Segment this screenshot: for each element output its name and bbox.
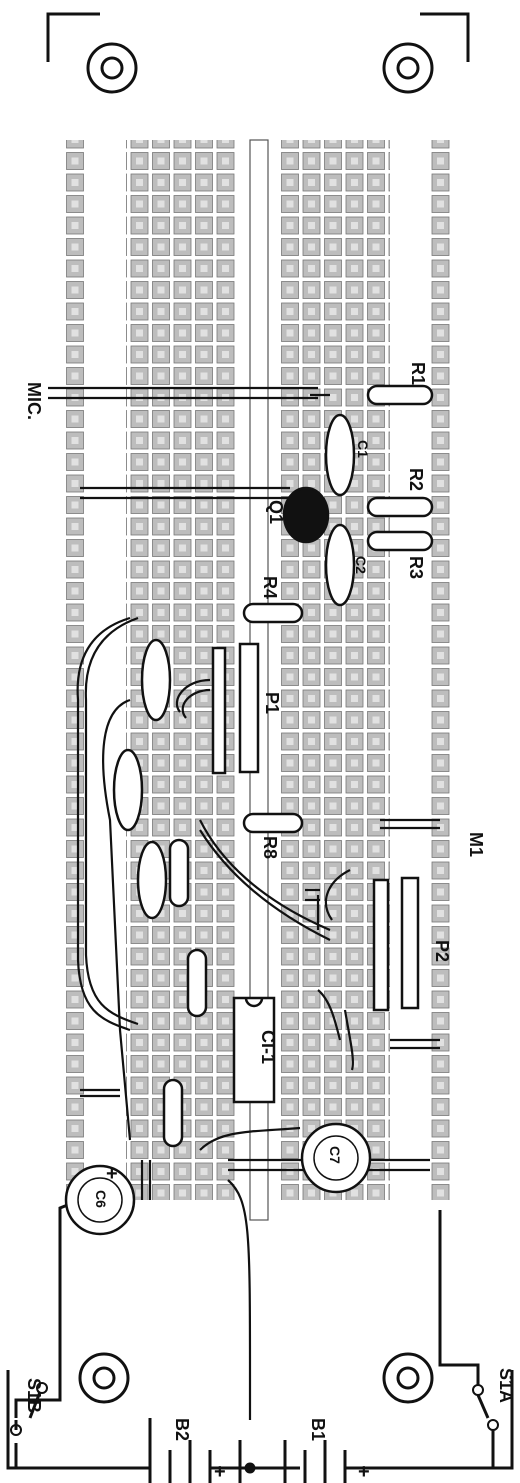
label-mic: MIC. (24, 382, 44, 420)
label-c6: C6 (93, 1190, 109, 1208)
label-c7: C7 (327, 1146, 343, 1164)
resistor-r2 (366, 496, 434, 518)
ic-ci1 (232, 996, 276, 1104)
label-c2: C2 (353, 556, 369, 574)
label-s1a: S1A (496, 1368, 516, 1403)
resistor-left-3 (162, 1078, 184, 1148)
resistor-r8 (242, 812, 304, 834)
resistor-r1 (366, 384, 434, 406)
potentiometer-p2-body (372, 878, 390, 1012)
mounting-holes (78, 42, 434, 1404)
wiring (48, 386, 440, 1420)
label-r2: R2 (406, 468, 426, 491)
label-p2: P2 (432, 940, 452, 962)
label-r3: R3 (406, 556, 426, 579)
capacitor-left-3 (136, 840, 168, 920)
capacitor-left-2 (112, 748, 144, 832)
potentiometer-p1 (238, 642, 260, 774)
capacitor-left-1 (140, 638, 172, 722)
label-r1: R1 (408, 362, 428, 385)
label-ci1: CI-1 (258, 1030, 278, 1064)
label-b2: B2 (172, 1418, 192, 1441)
transistor-q1 (282, 486, 330, 544)
potentiometer-p1-body (211, 646, 227, 775)
label-m1: M1 (466, 832, 486, 857)
label-plus-b2: + (214, 1461, 226, 1483)
capacitor-c1 (324, 413, 356, 497)
label-p1: P1 (262, 692, 282, 714)
capacitor-c6 (64, 1164, 136, 1236)
label-c1: C1 (355, 440, 371, 458)
label-b1: B1 (308, 1418, 328, 1441)
label-plus-c6: + (106, 1163, 118, 1185)
potentiometer-p2 (400, 876, 420, 1010)
resistor-left-2 (186, 948, 208, 1018)
components (64, 384, 434, 1236)
corner-brackets (6, 12, 514, 1470)
power-schematic (10, 1198, 499, 1483)
ic-notch (244, 997, 264, 1008)
label-plus-b1: + (358, 1461, 370, 1483)
resistor-r3 (366, 530, 434, 552)
capacitor-c2 (324, 523, 356, 607)
labels: MIC. R1 C1 Q1 R2 R3 C2 R4 P1 R8 M1 P2 CI… (24, 362, 516, 1483)
label-r8: R8 (260, 836, 280, 859)
label-q1: Q1 (266, 500, 286, 524)
capacitor-c7 (300, 1122, 372, 1194)
resistor-r4 (242, 602, 304, 624)
label-s1b: S1B (24, 1378, 44, 1413)
label-r4: R4 (260, 576, 280, 599)
resistor-left-1 (168, 838, 190, 908)
